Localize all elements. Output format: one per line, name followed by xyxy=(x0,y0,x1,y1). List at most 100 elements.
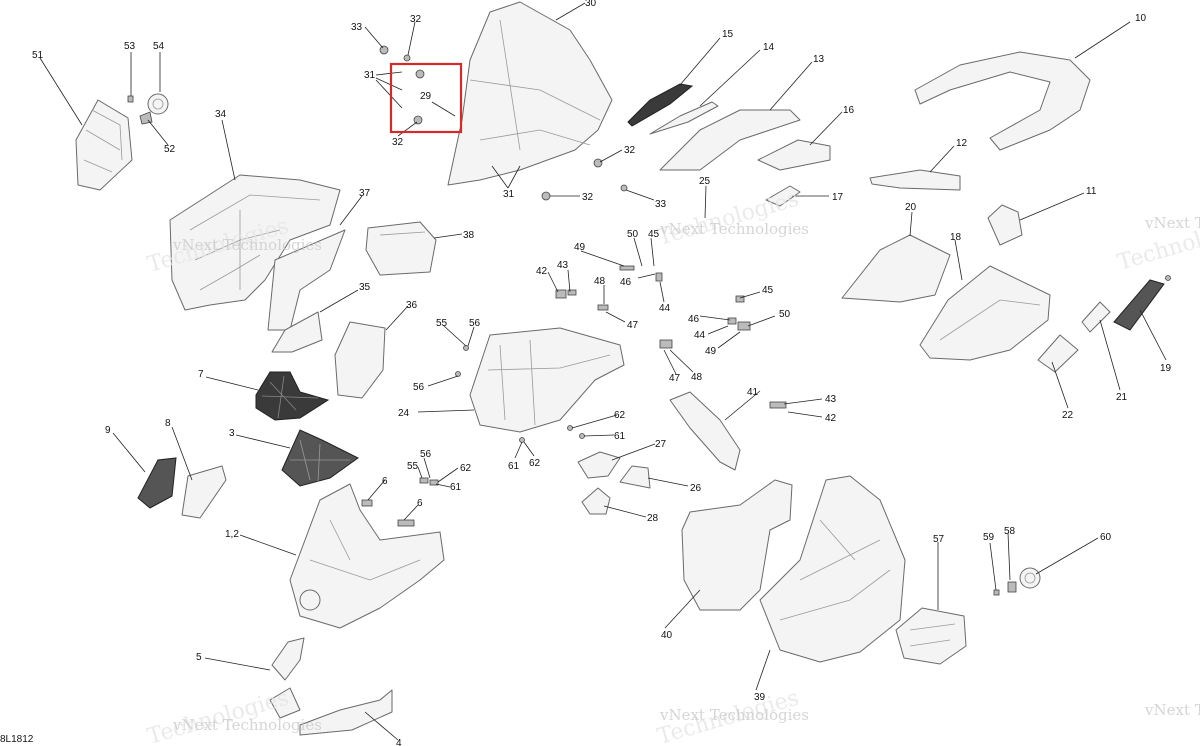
callout: 12 xyxy=(956,138,968,149)
callout: 38 xyxy=(463,230,475,241)
part-10-rear-bumper xyxy=(914,51,1091,151)
callout: 53 xyxy=(124,41,136,52)
callout: 10 xyxy=(1135,13,1147,24)
callout: 31 xyxy=(503,189,515,200)
callout: 49 xyxy=(705,346,717,357)
part-39-right-hood xyxy=(759,475,906,663)
part-20-panel xyxy=(841,234,951,303)
callout: 61 xyxy=(450,482,462,493)
callout: 28 xyxy=(647,513,659,524)
part-14-strip xyxy=(649,101,719,135)
callout: 59 xyxy=(983,532,995,543)
callout: 21 xyxy=(1116,392,1128,403)
callout: 33 xyxy=(655,199,667,210)
callout: 36 xyxy=(406,300,418,311)
callout: 57 xyxy=(933,534,945,545)
watermark-text: vNext Technologies xyxy=(172,716,322,734)
part-26-pad xyxy=(619,465,651,489)
part-27-pad xyxy=(577,451,621,479)
callout: 58 xyxy=(1004,526,1016,537)
callout: 7 xyxy=(198,369,204,380)
callout: 51 xyxy=(32,50,44,61)
part-9-side-grille xyxy=(137,457,177,509)
callout: 33 xyxy=(351,22,363,33)
callout: 27 xyxy=(655,439,667,450)
part-7-upper-grille xyxy=(255,371,330,421)
callout: 20 xyxy=(905,202,917,213)
part-5-lower-trim xyxy=(271,637,305,681)
part-40-large-panel xyxy=(681,479,793,611)
callout: 14 xyxy=(763,42,775,53)
part-35-clip xyxy=(271,311,323,353)
callout: 32 xyxy=(624,145,636,156)
part-17-pad xyxy=(765,185,801,207)
callout: 50 xyxy=(627,229,639,240)
callout: 55 xyxy=(407,461,419,472)
part-19-mesh-grille xyxy=(1113,279,1165,331)
callout: 46 xyxy=(688,314,700,325)
callout: 62 xyxy=(529,458,541,469)
callouts: 1,2 3 4 5 6 6 7 8 9 10 11 12 13 14 15 16… xyxy=(32,0,1172,746)
callout: 44 xyxy=(694,330,706,341)
callout: 1,2 xyxy=(225,529,239,540)
callout: 56 xyxy=(469,318,481,329)
part-22-plate xyxy=(1037,334,1079,373)
part-4-lower-guard xyxy=(269,687,393,736)
part-54-bulb-socket xyxy=(127,93,169,125)
callout: 55 xyxy=(436,318,448,329)
callout: 34 xyxy=(215,109,227,120)
callout: 60 xyxy=(1100,532,1112,543)
callout: 61 xyxy=(508,461,520,472)
part-11-clip xyxy=(987,204,1023,246)
callout: 49 xyxy=(574,242,586,253)
part-24-dash-bezel xyxy=(469,327,625,433)
callout: 47 xyxy=(627,320,639,331)
part-16-trim xyxy=(757,139,831,171)
part-15-mesh-strip xyxy=(627,83,694,127)
callout: 16 xyxy=(843,105,855,116)
callout: 40 xyxy=(661,630,673,641)
part-60-socket xyxy=(993,567,1041,596)
part-28-pad xyxy=(581,487,611,515)
callout: 35 xyxy=(359,282,371,293)
watermark-text: vNext Technologies xyxy=(659,220,809,238)
part-30-windshield xyxy=(447,1,613,186)
callout: 46 xyxy=(620,277,632,288)
watermark-text: vNext Technologies xyxy=(172,236,322,254)
callout: 32 xyxy=(582,192,594,203)
callout: 50 xyxy=(779,309,791,320)
callout: 4 xyxy=(396,738,402,746)
callout: 56 xyxy=(413,382,425,393)
callout: 26 xyxy=(690,483,702,494)
part-41-strip xyxy=(669,391,741,471)
part-12-trim xyxy=(869,169,961,191)
callout: 22 xyxy=(1062,410,1074,421)
callout: 52 xyxy=(164,144,176,155)
hardware-fasteners xyxy=(361,45,1171,527)
callout: 61 xyxy=(614,431,626,442)
part-18-large-panel xyxy=(919,265,1051,361)
part-37-panel xyxy=(267,229,346,331)
callout: 48 xyxy=(691,372,703,383)
part-13-side-trim xyxy=(659,109,801,171)
callout: 62 xyxy=(614,410,626,421)
callout: 29 xyxy=(420,91,432,102)
callout: 32 xyxy=(392,137,404,148)
callout: 39 xyxy=(754,692,766,703)
callout: 41 xyxy=(747,387,759,398)
callout: 42 xyxy=(536,266,548,277)
watermark-text: vNext Technologies xyxy=(1144,701,1200,719)
callout: 30 xyxy=(585,0,597,9)
callout: 43 xyxy=(825,394,837,405)
part-36-panel xyxy=(334,321,386,399)
callout: 44 xyxy=(659,303,671,314)
watermark-big: Technologies xyxy=(655,187,802,251)
callout: 48 xyxy=(594,276,606,287)
part-21-plate xyxy=(1081,301,1111,333)
part-3-mesh-grille xyxy=(281,429,359,487)
callout: 25 xyxy=(699,176,711,187)
part-8-side-panel xyxy=(181,465,227,519)
callout: 43 xyxy=(557,260,569,271)
callout: 6 xyxy=(417,498,423,509)
